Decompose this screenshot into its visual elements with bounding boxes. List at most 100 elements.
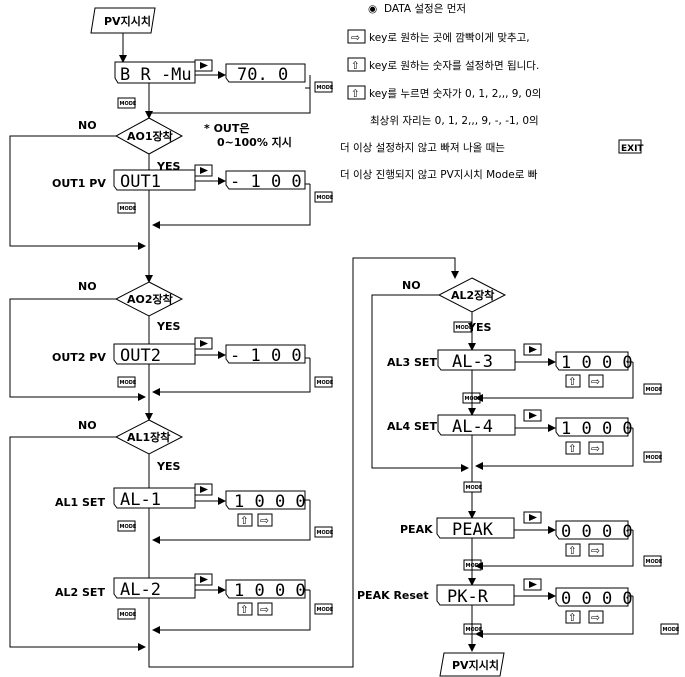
svg-text:AL3 SET: AL3 SET [387,356,437,369]
svg-text:⇧: ⇧ [568,612,577,624]
al3-value: 1 0 0 0 [561,353,633,373]
svg-text:EXIT: EXIT [621,144,644,154]
svg-text:AL1 SET: AL1 SET [55,496,105,509]
out1-display: OUT1 [120,172,161,192]
peak-value: 0 0 0 0 [561,522,633,542]
al3-display: AL-3 [452,352,493,372]
brmu-display: B R -Mu [120,65,192,85]
svg-text:⇧: ⇧ [240,604,249,616]
svg-text:MODE: MODE [120,206,137,212]
mode-key-icon [314,191,333,203]
mode-key-icon [660,623,679,635]
mode-key-icon [643,383,662,395]
out-note-1: * OUT은 [204,122,250,135]
svg-text:⇧: ⇧ [240,515,249,527]
exit-key-icon [618,139,642,154]
peak-reset-step: PEAK Reset PK-R 0 0 0 0 ⇧ ⇨ MODE MODE [357,578,680,638]
up-key-icon [565,610,581,624]
al1-set-step: AL1 SET AL-1 1 0 0 0 ⇧ ⇨ MODE MODE [55,483,334,544]
al3-set-step: AL3 SET AL-3 1 0 0 0 ⇧ ⇨ MODE MODE [387,343,663,404]
svg-text:OUT2 PV: OUT2 PV [52,351,106,364]
svg-text:MODE: MODE [317,530,334,536]
svg-text:MODE: MODE [646,387,663,393]
mode-key-icon [453,321,472,333]
mode-key-icon [314,81,333,93]
up-key-icon [237,602,253,616]
peak-step: PEAK PEAK 0 0 0 0 ⇧ ⇨ MODE MODE [400,511,663,571]
up-key-icon [347,57,366,72]
mode-key-icon [117,202,136,214]
no-label: NO [402,279,421,292]
svg-text:⇨: ⇨ [351,32,360,44]
svg-text:MODE: MODE [317,85,334,91]
up-key-icon [565,374,581,388]
right-key-icon [588,610,604,624]
al2-decision: AL2장착 NO MODE YES [371,277,507,472]
svg-text:⇧: ⇧ [351,60,360,72]
svg-text:PV지시치: PV지시치 [452,658,499,672]
peak-reset-display: PK-R [447,587,489,607]
peak-display: PEAK [452,520,494,540]
svg-text:PEAK Reset: PEAK Reset [357,589,429,602]
bullet-icon: ◉ [368,3,377,15]
up-key-icon [347,85,366,100]
svg-text:⇨: ⇨ [591,545,600,557]
ao1-decision: AO1장착 NO YES * OUT은 0~100% 지시 [9,117,292,250]
start-pv-box: PV지시치 [90,7,156,34]
svg-text:MODE: MODE [456,325,473,331]
svg-text:MODE: MODE [466,627,483,633]
svg-text:⇨: ⇨ [591,443,600,455]
svg-text:AL2 SET: AL2 SET [55,586,105,599]
out2-step: OUT2 PV OUT2 - 1 0 0 MODE MODE [52,337,334,396]
svg-text:AL4 SET: AL4 SET [387,420,437,433]
svg-text:PEAK: PEAK [400,523,433,536]
svg-text:⇨: ⇨ [591,376,600,388]
note-line-3: key로 원하는 숫자를 설정하면 됩니다. [369,59,539,72]
brmu-value: 70. 0 [237,65,288,85]
no-label: NO [78,419,97,432]
out1-step: OUT1 PV OUT1 - 1 0 0 MODE MODE [52,164,334,229]
peak-reset-value: 0 0 0 0 [561,589,633,609]
right-key-icon [588,374,604,388]
svg-text:PV지시치: PV지시치 [104,14,151,28]
svg-text:⇧: ⇧ [568,376,577,388]
svg-text:AL1장착: AL1장착 [127,430,170,444]
no-label: NO [78,280,97,293]
al1-display: AL-1 [120,490,161,510]
svg-text:⇨: ⇨ [260,604,269,616]
note-line-4: key를 누르면 숫자가 0, 1, 2,,, 9, 0의 [369,88,541,100]
al2-display: AL-2 [120,580,161,600]
brmu-step: B R -Mu 70. 0 MODE MODE [114,59,334,114]
out1-value: - 1 0 0 [230,172,302,192]
al4-display: AL-4 [452,417,493,437]
al4-set-step: AL4 SET AL-4 1 0 0 0 ⇧ ⇨ MODE [387,409,663,470]
out-note-2: 0~100% 지시 [217,135,292,149]
up-key-icon [565,543,581,557]
right-key-icon [257,513,273,527]
svg-text:⇧: ⇧ [568,443,577,455]
svg-text:MODE: MODE [663,627,680,633]
up-key-icon [237,513,253,527]
svg-text:AO2장착: AO2장착 [127,292,173,306]
mode-key-icon [314,603,333,615]
mode-key-icon [117,608,136,620]
svg-text:⇨: ⇨ [260,515,269,527]
yes-label: YES [156,320,180,333]
note-line-6: 더 이상 설정하지 않고 빠져 나올 때는 [340,141,505,154]
right-key-icon [257,602,273,616]
svg-text:MODE: MODE [646,455,663,461]
mode-key-icon [643,555,662,567]
up-key-icon [565,441,581,455]
svg-text:MODE: MODE [646,559,663,565]
svg-text:MODE: MODE [120,101,137,107]
svg-text:MODE: MODE [317,607,334,613]
svg-text:MODE: MODE [466,563,483,569]
note-line-1: DATA 설정은 먼저 [384,3,466,15]
svg-text:MODE: MODE [317,380,334,386]
mode-key-icon [117,376,136,388]
svg-text:MODE: MODE [317,195,334,201]
svg-text:⇧: ⇧ [568,545,577,557]
svg-text:⇨: ⇨ [591,612,600,624]
